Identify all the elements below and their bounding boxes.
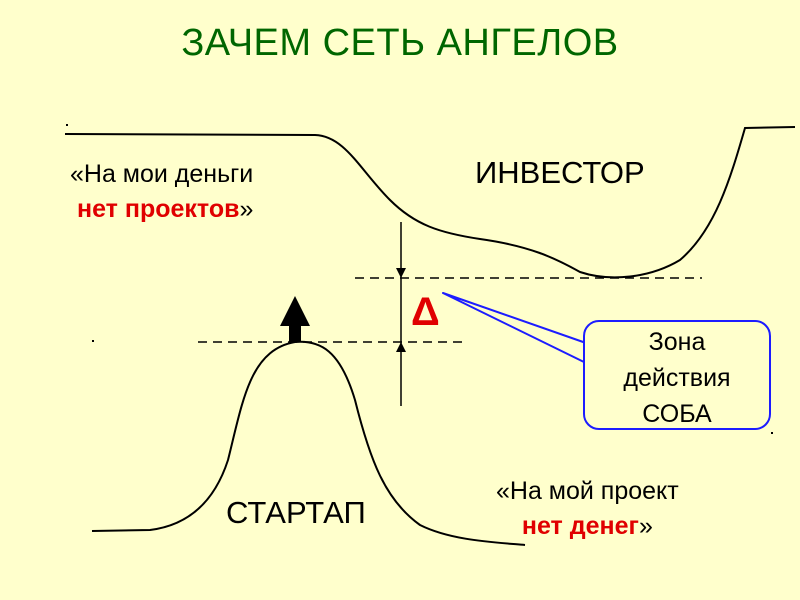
gap-arrow-up-icon: [396, 342, 406, 352]
investor-quote: «На мои деньги нет проектов»: [70, 157, 253, 227]
page-title: ЗАЧЕМ СЕТЬ АНГЕЛОВ: [181, 22, 619, 64]
corner-mark: [771, 432, 773, 434]
startup-quote-suffix: »: [638, 512, 653, 540]
callout-pointer: [442, 292, 587, 364]
investor-quote-emphasis: нет проектов: [77, 195, 240, 223]
investor-quote-line2: нет проектов»: [70, 192, 253, 227]
gap-delta-symbol: Δ: [411, 290, 440, 334]
startup-quote-line2: нет денег»: [496, 509, 679, 544]
callout-line1: Зона: [648, 328, 706, 356]
startup-quote: «На мой проект нет денег»: [496, 474, 679, 544]
investor-quote-line1: «На мои деньги: [70, 160, 254, 188]
gap-arrow-down-icon: [396, 268, 406, 278]
corner-mark: [66, 124, 68, 126]
investor-curve: [64, 126, 796, 279]
corner-mark: [92, 340, 94, 342]
investor-label: ИНВЕСТОР: [475, 155, 645, 190]
startup-quote-emphasis: нет денег: [521, 512, 639, 540]
investor-quote-suffix: »: [239, 195, 254, 223]
startup-curve: [91, 340, 526, 546]
startup-quote-line1: «На мой проект: [496, 477, 679, 505]
callout-box: Зона действия СОБА: [583, 320, 771, 430]
growth-arrow-icon: [280, 296, 310, 342]
callout-line3: СОБА: [642, 400, 712, 428]
callout-line2: действия: [623, 364, 731, 392]
startup-label: СТАРТАП: [226, 495, 366, 530]
